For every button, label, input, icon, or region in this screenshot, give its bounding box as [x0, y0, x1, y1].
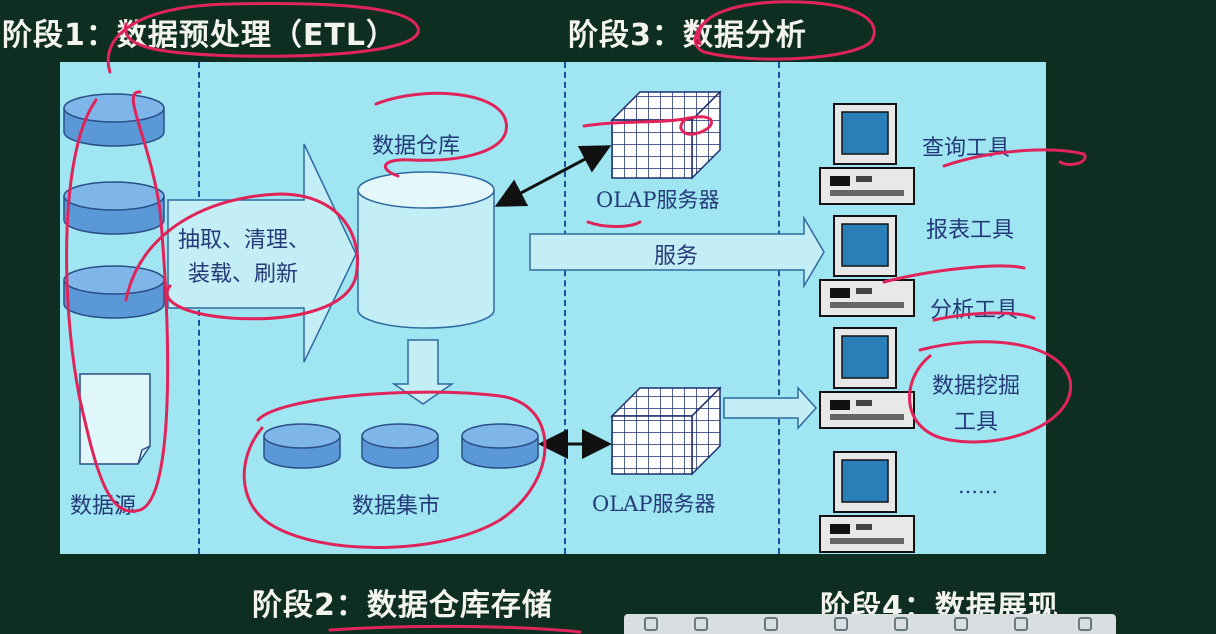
divider-3	[778, 62, 780, 554]
tool-mining-label-line2: 工具	[954, 410, 999, 435]
annotation-stage3	[693, 0, 876, 61]
data-source-disks	[63, 93, 165, 319]
back-icon[interactable]	[764, 617, 778, 631]
disk-3	[63, 265, 165, 319]
mart-disk-3	[461, 423, 539, 469]
next-icon[interactable]	[894, 617, 908, 631]
stage1-title: 阶段1：数据预处理（ETL）	[2, 18, 397, 53]
tool-more-label: ……	[958, 474, 998, 498]
olap-bottom-label: OLAP服务器	[592, 492, 716, 516]
olap-to-tools-arrow	[723, 386, 818, 430]
etl-label-line1: 抽取、清理、	[178, 228, 311, 253]
annotation-olap-underline	[586, 220, 642, 228]
tool-query-label: 查询工具	[922, 136, 1011, 161]
annotation-datamart	[242, 390, 547, 549]
presentation-toolbar[interactable]	[624, 614, 1116, 634]
data-mart-label: 数据集市	[352, 494, 441, 519]
annotation-olap-top	[582, 115, 713, 136]
olap-cube-bottom	[610, 386, 722, 476]
computer-analysis	[819, 327, 915, 429]
computer-mining	[819, 451, 915, 553]
up-icon[interactable]	[834, 617, 848, 631]
data-mart-disks	[263, 423, 539, 469]
data-source-label: 数据源	[70, 494, 137, 519]
screen-icon[interactable]	[1014, 617, 1028, 631]
annotation-analysis	[932, 311, 1036, 322]
service-label: 服务	[654, 244, 699, 269]
divider-2	[564, 62, 566, 554]
grid-icon[interactable]	[694, 617, 708, 631]
annotation-datasource	[65, 90, 170, 513]
annotation-report	[882, 264, 1026, 284]
annotation-etl	[124, 192, 359, 321]
annotation-stage1	[106, 2, 420, 74]
olap-top-label: OLAP服务器	[596, 188, 720, 212]
service-arrow	[529, 215, 825, 289]
stage3-title: 阶段3：数据分析	[568, 18, 807, 53]
tool-mining-label-line1: 数据挖掘	[932, 374, 1021, 399]
computer-query	[819, 103, 915, 205]
warehouse-down-arrow	[391, 339, 455, 405]
computer-report	[819, 215, 915, 317]
annotation-query	[942, 148, 1087, 168]
tool-report-label: 报表工具	[926, 218, 1015, 243]
home-icon[interactable]	[644, 617, 658, 631]
document-icon	[79, 373, 151, 465]
etl-label-line2: 装载、刷新	[188, 262, 299, 287]
settings-icon[interactable]	[1078, 617, 1092, 631]
disk-2	[63, 181, 165, 235]
warehouse-label: 数据仓库	[372, 134, 461, 159]
mart-disk-1	[263, 423, 341, 469]
mart-disk-2	[361, 423, 439, 469]
stage2-title: 阶段2：数据仓库存储	[252, 588, 553, 623]
annotation-mining	[908, 340, 1073, 444]
warehouse-cylinder	[357, 171, 495, 329]
pen-icon[interactable]	[954, 617, 968, 631]
annotation-stage2-underline	[328, 624, 582, 634]
annotation-warehouse	[374, 91, 508, 178]
olap-cube-top	[610, 90, 722, 180]
warehouse-olap-arrow	[494, 145, 612, 207]
